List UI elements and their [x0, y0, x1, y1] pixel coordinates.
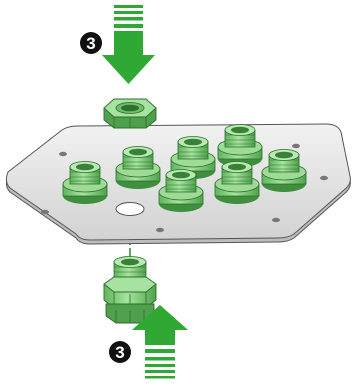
hex-nut-icon — [103, 98, 157, 129]
arrow-down-icon — [102, 5, 155, 84]
step-badge-top: 3 — [80, 32, 102, 54]
step-badge-bottom-label: 3 — [115, 343, 124, 362]
empty-gland-hole — [115, 202, 145, 216]
step-badge-top-label: 3 — [86, 34, 95, 53]
step-badge-bottom: 3 — [109, 341, 131, 363]
lower-cable-gland — [103, 256, 157, 324]
arrow-up-icon — [132, 305, 188, 379]
